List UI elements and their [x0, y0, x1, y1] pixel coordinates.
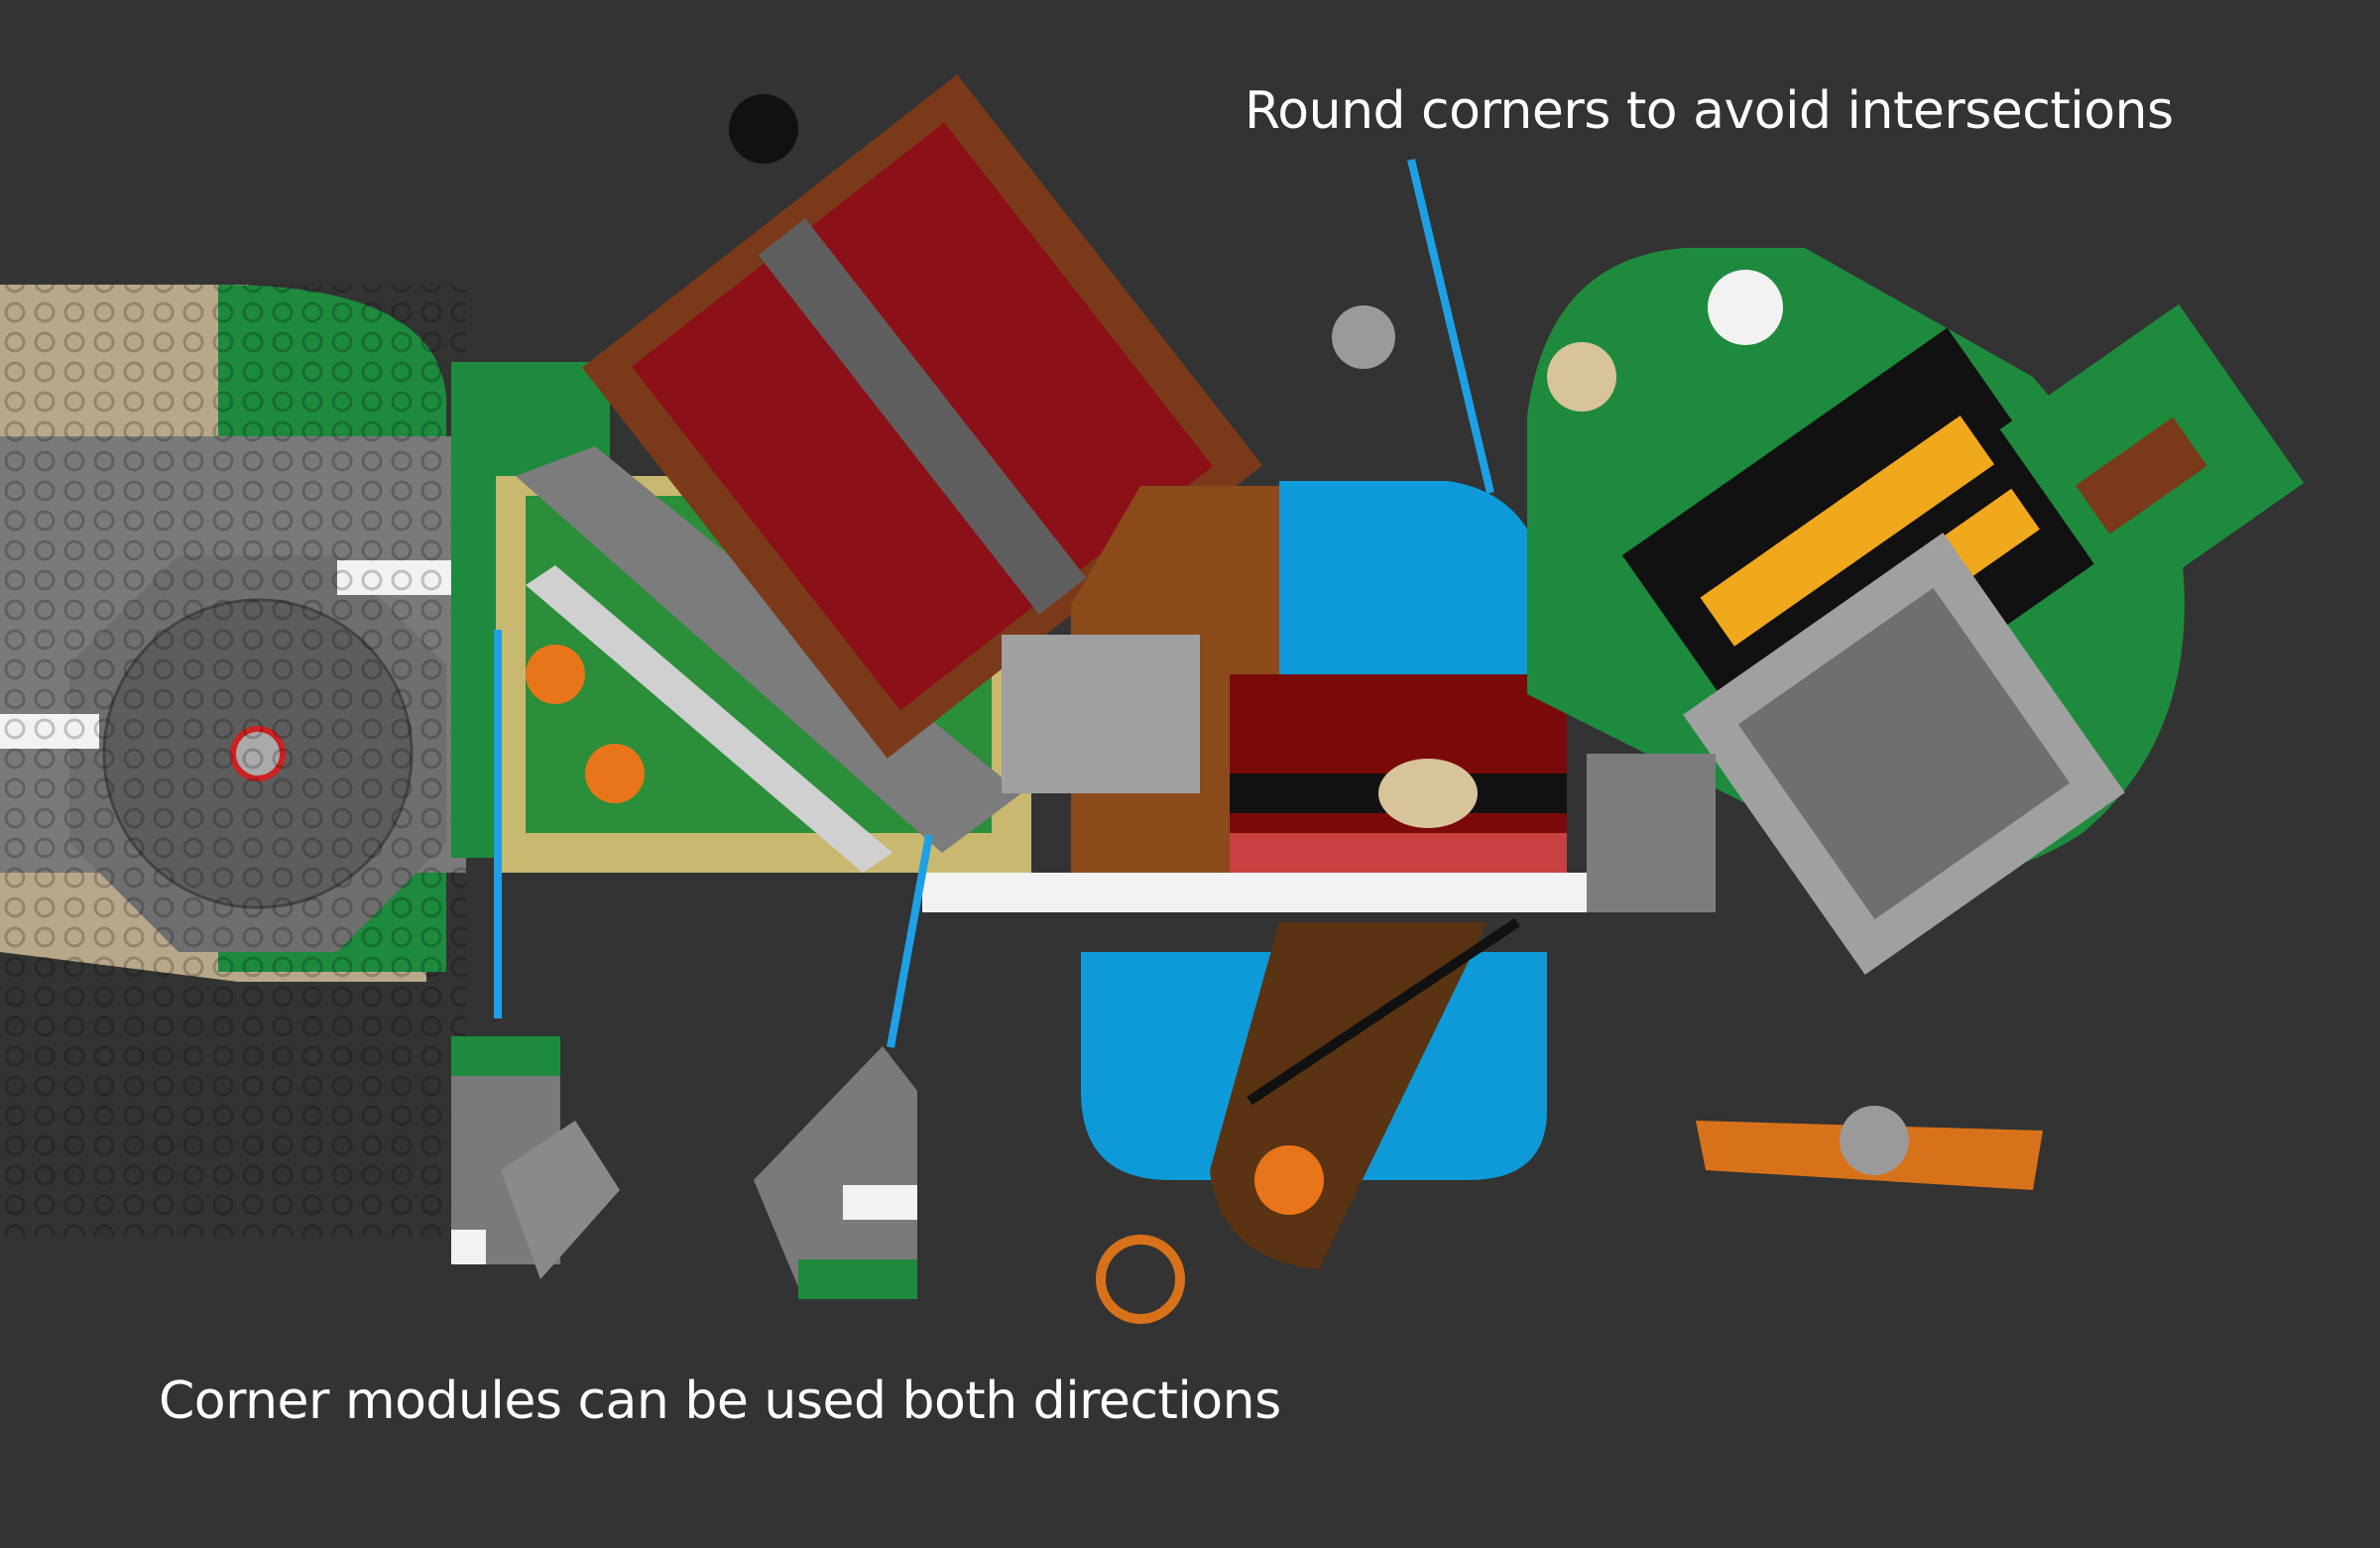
- corner-module-piece-1: [451, 1036, 620, 1279]
- red-roof-building: [581, 74, 1263, 759]
- annotation-round-corners: Round corners to avoid intersections: [1245, 81, 2174, 141]
- annotation-line-corner-right: [887, 834, 933, 1048]
- annotation-line-round-corners: [1407, 159, 1494, 494]
- minifigures: [729, 94, 2043, 1324]
- annotation-corner-modules: Corner modules can be used both directio…: [159, 1371, 1281, 1431]
- left-module: [0, 285, 496, 1237]
- middle-module: [922, 481, 1706, 1269]
- right-module: [1527, 248, 2305, 975]
- corner-module-piece-2: [754, 1046, 917, 1299]
